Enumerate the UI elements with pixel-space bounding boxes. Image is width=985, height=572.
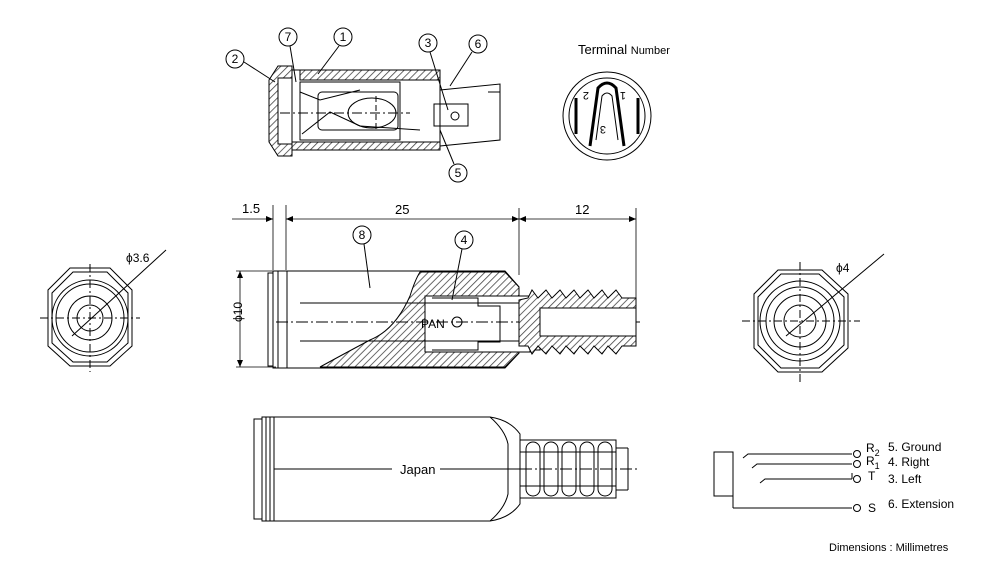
callout-group-middle — [352, 225, 474, 301]
dimension-12: 12 — [575, 202, 589, 217]
callout-2: 2 — [232, 52, 239, 66]
right-end-view — [742, 253, 885, 382]
schematic-r1: R1 — [866, 454, 880, 471]
plug-outside-view — [253, 416, 640, 522]
dimension-lines — [232, 205, 637, 368]
left-end-view — [40, 249, 167, 372]
japan-marking: Japan — [400, 462, 435, 477]
terminal-title: Terminal Number — [578, 42, 670, 57]
terminal-number-view — [562, 71, 652, 161]
callout-4: 4 — [461, 233, 468, 247]
terminal-label-3: 3 — [600, 123, 606, 135]
label-ground: 5. Ground — [888, 440, 941, 454]
callout-5: 5 — [455, 166, 462, 180]
callout-1: 1 — [340, 30, 347, 44]
callout-6: 6 — [475, 37, 482, 51]
label-left: 3. Left — [888, 472, 922, 486]
dimension-1-5: 1.5 — [242, 201, 260, 216]
dimension-arrows — [237, 216, 636, 367]
label-extension: 6. Extension — [888, 497, 954, 511]
terminal-label-2: 2 — [583, 89, 589, 101]
terminal-label-1: 1 — [620, 89, 626, 101]
label-right: 4. Right — [888, 455, 930, 469]
jack-section-view — [268, 65, 501, 157]
wiring-schematic — [713, 450, 861, 512]
callout-group-top — [225, 27, 488, 183]
dimension-phi10: ϕ10 — [231, 302, 245, 322]
dimension-phi4: ϕ4 — [836, 261, 850, 275]
callout-7: 7 — [285, 30, 292, 44]
callout-3: 3 — [425, 36, 432, 50]
schematic-r2: R2 — [866, 441, 880, 458]
schematic-t: T — [868, 469, 876, 483]
dimension-25: 25 — [395, 202, 409, 217]
dimension-phi3-6: ϕ3.6 — [126, 251, 150, 265]
schematic-s: S — [868, 501, 876, 515]
units-note: Dimensions : Millimetres — [829, 542, 949, 554]
pan-marking: PAN — [421, 317, 445, 331]
plug-side-view — [267, 270, 640, 369]
callout-8: 8 — [359, 228, 366, 242]
